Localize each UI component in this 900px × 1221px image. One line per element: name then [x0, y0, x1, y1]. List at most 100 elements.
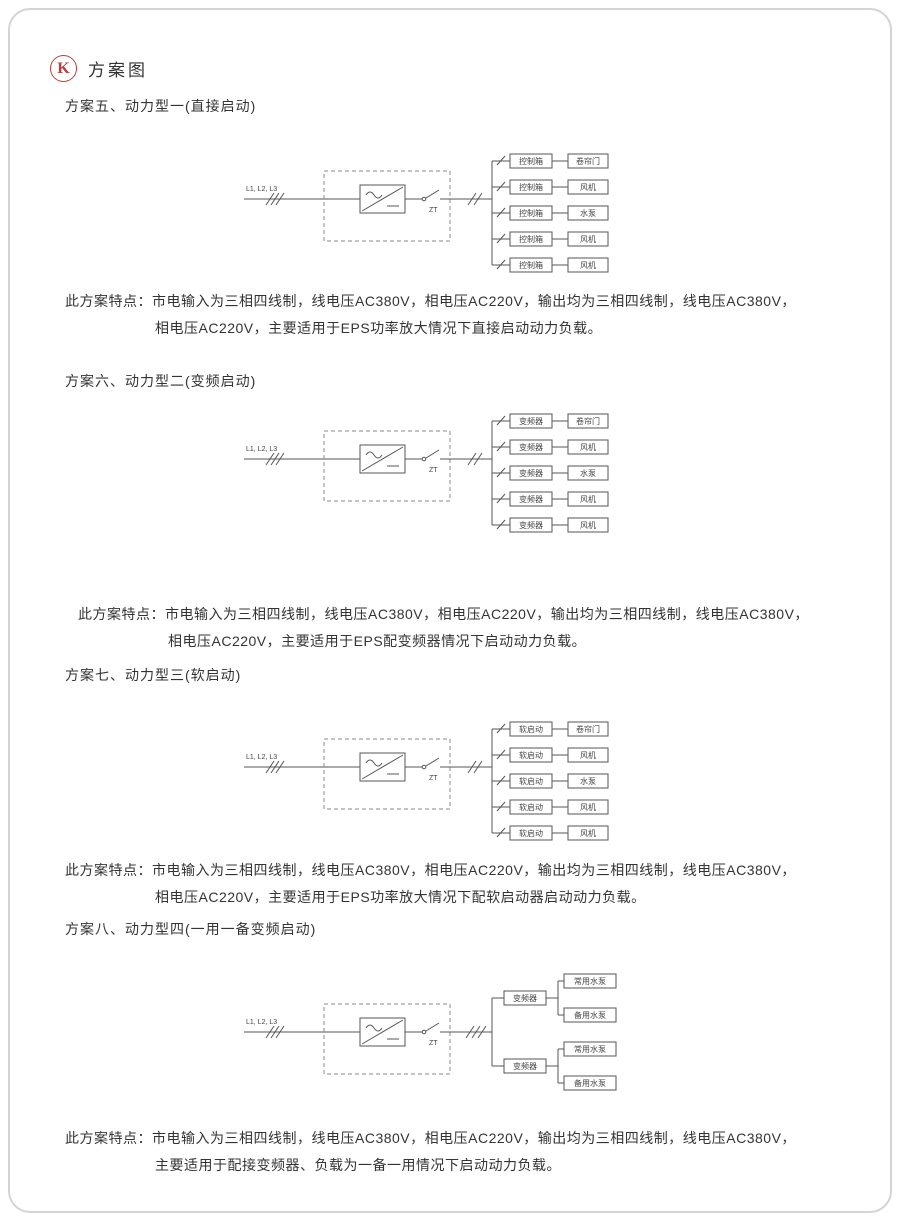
note-text: 主要适用于配接变频器、负载为一备一用情况下启动动力负载。 — [155, 1157, 561, 1173]
branch-row: 变频器 风机 — [492, 491, 609, 507]
device-box-label: 变频器 — [519, 416, 543, 426]
note-text: 相电压AC220V，主要适用于EPS配变频器情况下启动动力负载。 — [168, 633, 587, 649]
eps-cabinet-dashed-box — [323, 170, 451, 242]
device-box-label: 控制箱 — [519, 260, 543, 270]
note-text: 市电输入为三相四线制，线电压AC380V，相电压AC220V，输出均为三相四线制… — [152, 862, 796, 878]
load-box-label: 风机 — [580, 802, 596, 812]
conductor-count-marks — [465, 1025, 487, 1039]
device-box-label: 控制箱 — [519, 156, 543, 166]
zt-switch-label: ZT — [429, 467, 438, 474]
branch-row: 变频器 卷帘门 — [492, 413, 609, 429]
load-box-label: 水泵 — [580, 776, 596, 786]
note-text: 市电输入为三相四线制，线电压AC380V，相电压AC220V，输出均为三相四线制… — [152, 1130, 796, 1146]
load-box-label: 风机 — [580, 442, 596, 452]
device-box-label: 变频器 — [519, 442, 543, 452]
load-box-label: 风机 — [580, 750, 596, 760]
device-box-label: 控制箱 — [519, 182, 543, 192]
scheme-5-diagram: L1, L2, L3 ZT 控制箱 — [244, 153, 609, 273]
inverter-symbol — [359, 184, 406, 214]
load-box-label: 卷帘门 — [576, 416, 600, 426]
device-box-label: 软启动 — [519, 776, 543, 786]
input-line-with-phase-marks — [244, 452, 360, 466]
eps-cabinet-dashed-box — [323, 1003, 451, 1075]
load-box-label: 备用水泵 — [574, 1078, 606, 1088]
page-title: 方案图 — [88, 61, 148, 80]
scheme-8-heading: 方案八、动力型四(一用一备变频启动) — [65, 921, 317, 937]
device-box-label: 控制箱 — [519, 234, 543, 244]
load-box-label: 风机 — [580, 234, 596, 244]
load-box-label: 常用水泵 — [574, 976, 606, 986]
branch-row: 软启动 水泵 — [492, 773, 609, 789]
branch-row: 控制箱 风机 — [492, 231, 609, 247]
load-box-label: 风机 — [580, 520, 596, 530]
scheme-7-note: 此方案特点：市电输入为三相四线制，线电压AC380V，相电压AC220V，输出均… — [65, 857, 796, 911]
load-box-label: 水泵 — [580, 468, 596, 478]
inverter-symbol — [359, 752, 406, 782]
zt-switch — [405, 189, 492, 202]
scheme-6-note: 此方案特点：市电输入为三相四线制，线电压AC380V，相电压AC220V，输出均… — [78, 601, 809, 655]
note-text: 市电输入为三相四线制，线电压AC380V，相电压AC220V，输出均为三相四线制… — [165, 606, 809, 622]
load-box-label: 水泵 — [580, 208, 596, 218]
branch-row: 软启动 风机 — [492, 825, 609, 841]
load-box-label: 风机 — [580, 182, 596, 192]
device-box-label: 软启动 — [519, 802, 543, 812]
scheme-8-note: 此方案特点：市电输入为三相四线制，线电压AC380V，相电压AC220V，输出均… — [65, 1125, 796, 1179]
device-box-label: 控制箱 — [519, 208, 543, 218]
load-box-label: 风机 — [580, 828, 596, 838]
device-box-label: 软启动 — [519, 828, 543, 838]
inverter-symbol — [359, 444, 406, 474]
branch-row: 变频器 水泵 — [492, 465, 609, 481]
load-box-label: 卷帘门 — [576, 724, 600, 734]
branch-row: 变频器 风机 — [492, 517, 609, 533]
note-label: 此方案特点： — [65, 862, 152, 878]
scheme-5-heading: 方案五、动力型一(直接启动) — [65, 98, 257, 114]
scheme-6-diagram: L1, L2, L3 ZT 变频器 — [244, 413, 609, 533]
device-box-label: 变频器 — [519, 468, 543, 478]
branch-row: 控制箱 卷帘门 — [492, 153, 609, 169]
branch-row: 软启动 风机 — [492, 799, 609, 815]
input-phase-label: L1, L2, L3 — [246, 754, 277, 761]
conductor-count-marks — [467, 192, 483, 206]
load-box-label: 常用水泵 — [574, 1044, 606, 1054]
note-label: 此方案特点： — [65, 1130, 152, 1146]
conductor-count-marks — [467, 452, 483, 466]
note-text: 相电压AC220V，主要适用于EPS功率放大情况下配软启动器启动动力负载。 — [155, 889, 646, 905]
branch-row: 控制箱 风机 — [492, 257, 609, 273]
zt-switch-label: ZT — [429, 1040, 438, 1047]
zt-switch — [405, 1022, 492, 1035]
device-box-label: 变频器 — [513, 993, 537, 1003]
input-line-with-phase-marks — [244, 1025, 360, 1039]
input-phase-label: L1, L2, L3 — [246, 1019, 277, 1026]
load-box-label: 备用水泵 — [574, 1010, 606, 1020]
scheme-8-diagram: L1, L2, L3 ZT 变频 — [244, 973, 617, 1091]
scheme-7-diagram: L1, L2, L3 ZT 软启动 — [244, 721, 609, 841]
input-line-with-phase-marks — [244, 760, 360, 774]
eps-cabinet-dashed-box — [323, 430, 451, 502]
note-label: 此方案特点： — [78, 606, 165, 622]
device-box-label: 变频器 — [519, 494, 543, 504]
zt-switch — [405, 449, 492, 462]
device-box-label: 变频器 — [513, 1061, 537, 1071]
load-box-label: 风机 — [580, 494, 596, 504]
load-box-label: 卷帘门 — [576, 156, 600, 166]
vfd-group: 变频器 常用水泵 备用水泵 — [492, 1041, 617, 1091]
scheme-7-heading: 方案七、动力型三(软启动) — [65, 667, 242, 683]
zt-switch-label: ZT — [429, 207, 438, 214]
branch-row: 控制箱 风机 — [492, 179, 609, 195]
zt-switch-label: ZT — [429, 775, 438, 782]
device-box-label: 软启动 — [519, 750, 543, 760]
branch-row: 软启动 风机 — [492, 747, 609, 763]
vfd-group: 变频器 常用水泵 备用水泵 — [492, 973, 617, 1023]
note-text: 相电压AC220V，主要适用于EPS功率放大情况下直接启动动力负载。 — [155, 320, 603, 336]
load-box-label: 风机 — [580, 260, 596, 270]
branch-row: 变频器 风机 — [492, 439, 609, 455]
page-header: K 方案图 — [50, 55, 148, 82]
note-text: 市电输入为三相四线制，线电压AC380V，相电压AC220V，输出均为三相四线制… — [152, 293, 796, 309]
conductor-count-marks — [467, 760, 483, 774]
section-k-icon: K — [50, 55, 77, 82]
branch-row: 软启动 卷帘门 — [492, 721, 609, 737]
input-phase-label: L1, L2, L3 — [246, 186, 277, 193]
eps-cabinet-dashed-box — [323, 738, 451, 810]
input-phase-label: L1, L2, L3 — [246, 446, 277, 453]
